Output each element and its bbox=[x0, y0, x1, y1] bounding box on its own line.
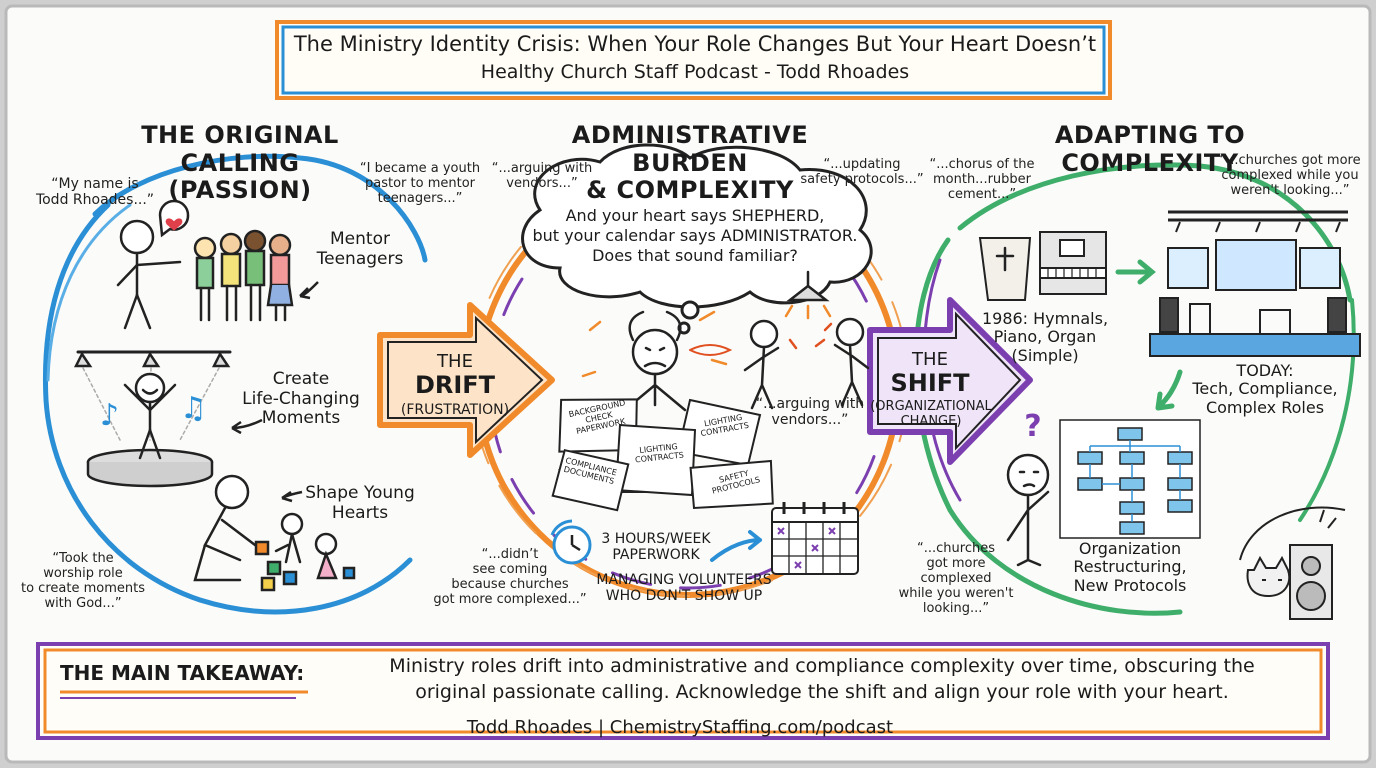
calendar-icon bbox=[771, 502, 859, 575]
quote-my-name: “My name is Todd Rhoades...” bbox=[35, 176, 155, 209]
label-1986-simple: 1986: Hymnals, Piano, Organ (Simple) bbox=[981, 309, 1109, 365]
drift-word-the: THE bbox=[437, 351, 473, 372]
thought-bubble-text: And your heart says SHEPHERD, but your c… bbox=[532, 206, 858, 265]
quote-arguing-vendors-mid: “...arguing with vendors...” bbox=[755, 396, 865, 429]
quote-safety-protocols: “...updating safety protocols...” bbox=[800, 157, 924, 187]
quote-worship-role: “Took the worship role to create moments… bbox=[21, 551, 145, 611]
takeaway-box bbox=[36, 642, 1330, 740]
label-managing-volunteers: MANAGING VOLUNTEERS WHO DON'T SHOW UP bbox=[596, 572, 772, 605]
today-arrow-right bbox=[1115, 259, 1156, 285]
label-today-complex: TODAY: Tech, Compliance, Complex Roles bbox=[1192, 361, 1338, 417]
paper-pile bbox=[551, 398, 774, 512]
clock-icon bbox=[550, 519, 592, 565]
kids-play-illustration bbox=[193, 474, 356, 592]
drift-word-sub: (FRUSTRATION) bbox=[400, 402, 510, 418]
label-hours-paperwork: 3 HOURS/WEEK PAPERWORK bbox=[601, 531, 711, 564]
quote-youth-pastor: “I became a youth pastor to mentor teena… bbox=[359, 161, 481, 206]
moments-arrow bbox=[231, 418, 263, 435]
label-organization-restructuring: Organization Restructuring, New Protocol… bbox=[1073, 539, 1187, 595]
svg-text:♪: ♪ bbox=[100, 398, 119, 433]
burden-heading: ADMINISTRATIVE BURDEN & COMPLEXITY bbox=[571, 121, 809, 205]
shift-word-main: SHIFT bbox=[890, 369, 970, 397]
calendar-arrow bbox=[710, 530, 762, 562]
takeaway-text: Ministry roles drift into administrative… bbox=[389, 655, 1255, 703]
label-mentor-teenagers: Mentor Teenagers bbox=[316, 229, 404, 269]
shift-arrow bbox=[867, 297, 1033, 465]
drift-word-main: DRIFT bbox=[414, 371, 496, 399]
mentor-arrow bbox=[299, 281, 319, 300]
quote-chorus-of-the-month: “...chorus of the month...rubber cement.… bbox=[929, 157, 1035, 202]
thought-bubble bbox=[521, 143, 873, 335]
calling-circle bbox=[42, 153, 428, 615]
label-shape-young-hearts: Shape Young Hearts bbox=[305, 483, 415, 523]
stage-illustration: ♪ ♫ bbox=[73, 350, 232, 488]
adapting-heading: ADAPTING TO COMPLEXITY bbox=[1054, 121, 1246, 177]
speaker-cat-illustration bbox=[1239, 506, 1346, 620]
title-box bbox=[275, 20, 1112, 100]
takeaway-footer: Todd Rhoades | ChemistryStaffing.com/pod… bbox=[466, 717, 894, 738]
svg-text:♫: ♫ bbox=[180, 391, 207, 426]
today-arrow-down bbox=[1155, 369, 1183, 411]
calling-heading: THE ORIGINAL CALLING (PASSION) bbox=[141, 121, 339, 205]
stressed-person-illustration bbox=[581, 310, 733, 412]
drift-arrow bbox=[377, 302, 555, 458]
label-life-changing-moments: Create Life-Changing Moments bbox=[242, 369, 360, 429]
quote-churches-complexed-bottom: “...churches got more complexed while yo… bbox=[898, 541, 1014, 616]
shift-word-sub: (ORGANIZATIONAL CHANGE) bbox=[870, 399, 992, 429]
question-mark: ? bbox=[1024, 409, 1042, 444]
hearts-arrow bbox=[281, 490, 303, 503]
thinking-person-illustration bbox=[1006, 453, 1050, 567]
page-title: The Ministry Identity Crisis: When Your … bbox=[293, 32, 1097, 56]
modern-stage-illustration bbox=[1149, 210, 1361, 357]
page-subtitle: Healthy Church Staff Podcast - Todd Rhoa… bbox=[480, 61, 910, 83]
takeaway-label: THE MAIN TAKEAWAY: bbox=[60, 661, 305, 685]
quote-arguing-vendors-top: “...arguing with vendors...” bbox=[491, 161, 593, 191]
org-chart-illustration bbox=[1059, 419, 1201, 539]
quote-didnt-see-coming: “...didn’t see coming because churches g… bbox=[433, 547, 587, 607]
pulpit-piano-illustration bbox=[978, 231, 1107, 301]
shift-word-the: THE bbox=[912, 349, 948, 370]
mentor-group-illustration bbox=[116, 199, 294, 330]
arguing-people-illustration bbox=[743, 270, 870, 410]
quote-churches-complexed-top: “...churches got more complexed while yo… bbox=[1219, 153, 1361, 198]
